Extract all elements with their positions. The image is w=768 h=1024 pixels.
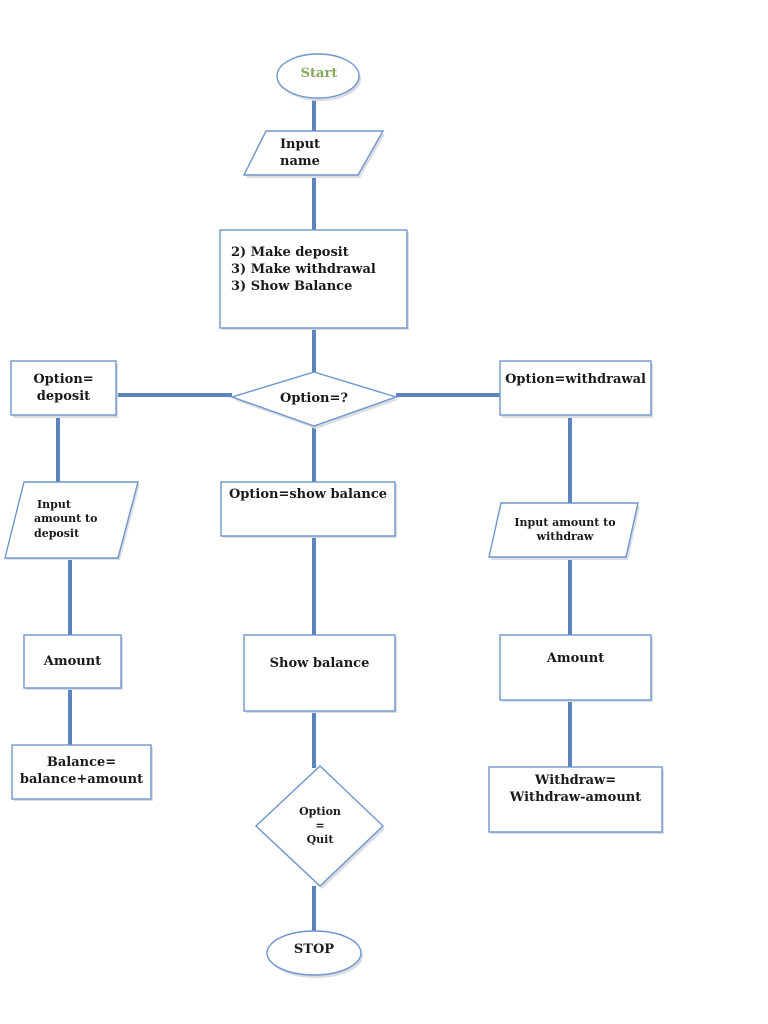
input-withdraw-line-1: Input amount to xyxy=(514,516,616,529)
input-withdraw-label: Input amount to withdraw xyxy=(500,516,630,545)
option-withdrawal-label: Option=withdrawal xyxy=(505,372,646,387)
quit-line-2: = xyxy=(315,818,325,832)
input-name-line-2: name xyxy=(280,153,320,169)
amount-right-process xyxy=(499,634,653,702)
withdraw-update-line-2: Withdraw-amount xyxy=(509,789,642,805)
input-name-io xyxy=(242,130,385,178)
start-label: Start xyxy=(300,66,338,81)
menu-label: 2) Make deposit 3) Make withdrawal 3) Sh… xyxy=(231,245,376,296)
input-withdraw-line-2: withdraw xyxy=(536,530,594,544)
input-deposit-line-2: amount to xyxy=(34,512,98,526)
input-name-label: Input name xyxy=(262,137,338,171)
balance-update-process xyxy=(11,744,153,801)
input-deposit-label: Input amount to deposit xyxy=(34,498,97,541)
option-show-balance-label: Option=show balance xyxy=(228,487,388,502)
withdraw-update-process xyxy=(488,766,664,834)
input-deposit-io xyxy=(4,481,140,560)
option-deposit-process xyxy=(10,360,118,418)
show-balance-process xyxy=(243,634,397,713)
connectors xyxy=(56,98,572,932)
input-deposit-line-3: deposit xyxy=(34,526,80,540)
menu-item-withdrawal: 3) Make withdrawal xyxy=(231,261,376,277)
stop-label: STOP xyxy=(293,942,335,957)
show-balance-label: Show balance xyxy=(269,656,370,671)
quit-line-1: Option xyxy=(299,805,341,818)
menu-item-show-balance: 3) Show Balance xyxy=(231,278,353,294)
menu-item-deposit: 2) Make deposit xyxy=(231,245,349,260)
menu-process xyxy=(219,229,409,330)
option-withdrawal-process xyxy=(499,360,653,418)
balance-update-line-2: balance+amount xyxy=(19,771,144,787)
input-withdraw-io xyxy=(488,502,640,560)
quit-line-3: Quit xyxy=(306,832,334,846)
input-deposit-line-1: Input xyxy=(37,498,71,511)
amount-right-label: Amount xyxy=(546,651,605,666)
option-decision xyxy=(229,371,399,429)
option-deposit-line-1: Option= xyxy=(33,372,94,387)
quit-decision-label: Option = Quit xyxy=(280,805,360,846)
start-terminal xyxy=(276,53,361,101)
option-decision-label: Option=? xyxy=(280,391,348,406)
amount-left-label: Amount xyxy=(43,654,102,669)
option-show-balance-process xyxy=(220,481,397,538)
input-name-line-1: Input xyxy=(279,137,321,152)
balance-update-line-1: Balance= xyxy=(46,755,117,770)
stop-terminal xyxy=(266,930,363,978)
balance-update-label: Balance= balance+amount xyxy=(12,755,151,789)
withdraw-update-line-1: Withdraw= xyxy=(534,773,617,788)
amount-left-process xyxy=(23,634,123,690)
option-deposit-line-2: deposit xyxy=(36,388,91,404)
withdraw-update-label: Withdraw= Withdraw-amount xyxy=(489,773,662,807)
quit-decision xyxy=(254,765,385,889)
option-deposit-label: Option= deposit xyxy=(11,372,116,406)
